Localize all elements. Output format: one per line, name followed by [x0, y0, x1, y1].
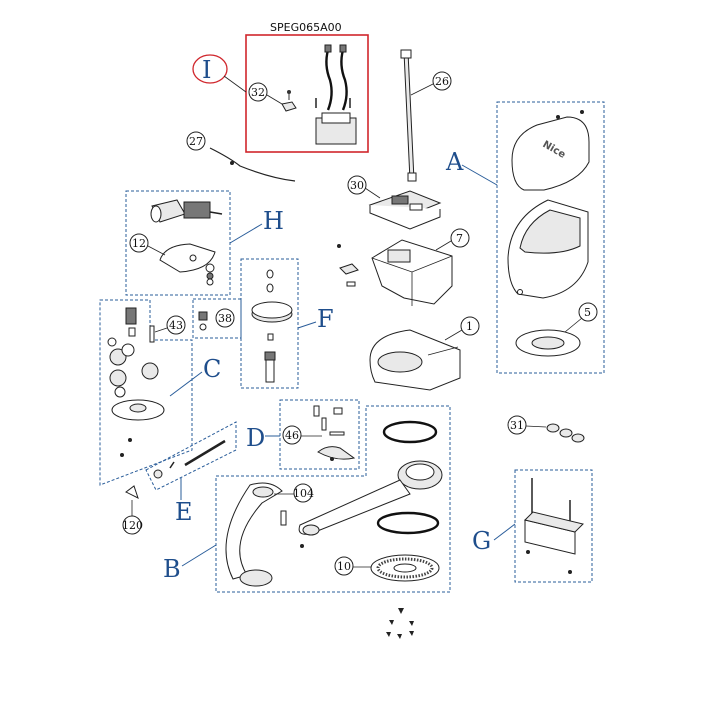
svg-text:38: 38 — [218, 312, 232, 325]
svg-text:46: 46 — [285, 429, 299, 442]
loose-screws — [386, 608, 414, 639]
svg-text:10: 10 — [337, 560, 351, 573]
group-letter-d: D — [246, 424, 265, 452]
svg-text:26: 26 — [435, 75, 449, 88]
callout-12 — [129, 233, 149, 253]
group-b-box — [215, 405, 451, 593]
group-c-box — [99, 299, 193, 486]
part-27-group: 27 — [186, 131, 296, 182]
callout-46 — [282, 425, 302, 445]
group-f: F 38 — [192, 258, 334, 389]
kit-code-label: SPEG065A00 — [270, 21, 342, 34]
callout-31 — [507, 415, 527, 435]
group-letter-e: E — [175, 498, 193, 526]
group-a: A Nice 5 — [445, 101, 605, 374]
group-g: G — [472, 469, 593, 583]
svg-text:32: 32 — [251, 86, 265, 99]
svg-text:104: 104 — [293, 487, 314, 500]
svg-text:31: 31 — [510, 419, 524, 432]
callout-5 — [578, 302, 598, 322]
svg-text:5: 5 — [584, 306, 591, 319]
part-1-group: 1 — [369, 316, 480, 391]
callout-7 — [450, 228, 470, 248]
cable-1 — [325, 49, 333, 111]
svg-text:30: 30 — [350, 179, 364, 192]
svg-text:7: 7 — [456, 232, 463, 245]
washer-2 — [559, 428, 573, 438]
cable-2 — [340, 49, 348, 111]
svg-text:120: 120 — [122, 519, 143, 532]
group-d-box — [279, 399, 360, 470]
group-letter-g: G — [472, 527, 491, 555]
group-e-box — [145, 421, 237, 491]
top-cover — [511, 116, 590, 191]
group-h: H 12 — [125, 190, 284, 296]
callout-27 — [186, 131, 206, 151]
svg-text:43: 43 — [169, 319, 183, 332]
group-c: C 43 — [99, 299, 221, 486]
part-12-plate — [159, 243, 216, 273]
part-43-pin — [149, 325, 155, 343]
release-lever — [317, 446, 356, 460]
seal-ring-top — [382, 420, 438, 444]
callout-38 — [215, 308, 235, 328]
group-e: E 120 — [122, 421, 237, 535]
callout-10 — [334, 556, 354, 576]
part-120-key — [125, 485, 139, 499]
group-letter-b: B — [163, 555, 181, 583]
main-arm — [298, 479, 411, 535]
planet-gear-3 — [141, 362, 159, 380]
part-27 — [209, 147, 296, 182]
part-26-group: 26 — [400, 49, 452, 182]
kit-i-box — [245, 34, 369, 153]
group-a-box — [496, 101, 605, 374]
group-letter-i: I — [202, 56, 211, 84]
callout-32 — [248, 82, 268, 102]
washer-3 — [571, 433, 585, 443]
terminal-block — [281, 101, 297, 112]
part-26 — [403, 51, 415, 181]
release-shaft — [184, 439, 226, 467]
callout-30 — [347, 175, 367, 195]
group-letter-c: C — [203, 355, 221, 383]
svg-text:12: 12 — [132, 237, 146, 250]
washer-1 — [546, 423, 560, 433]
kit-i-group: SPEG065A00 I 32 — [192, 21, 369, 153]
svg-text:27: 27 — [189, 135, 203, 148]
group-b: B 104 10 — [163, 405, 451, 593]
link-arm — [225, 482, 283, 580]
group-d: D 46 — [246, 399, 360, 470]
seal-ring-bottom — [376, 511, 440, 535]
group-letter-a: A — [445, 148, 464, 176]
part-7-group: 7 — [337, 228, 470, 306]
planet-gear-1 — [109, 348, 127, 366]
planet-gear-2 — [109, 369, 127, 387]
callout-1 — [460, 316, 480, 336]
svg-text:1: 1 — [466, 320, 473, 333]
callout-43 — [166, 315, 186, 335]
pinion-1 — [125, 307, 137, 325]
callout-26 — [432, 71, 452, 91]
group-letter-f: F — [317, 305, 334, 333]
group-letter-h: H — [263, 207, 284, 235]
part-31-group: 31 — [507, 415, 585, 443]
small-switch — [339, 263, 359, 275]
group-f-sub-box — [192, 298, 242, 339]
kit-i-circle — [192, 54, 228, 84]
part-30-group: 30 — [347, 175, 442, 230]
group-g-box — [514, 469, 593, 583]
callout-104 — [293, 483, 313, 503]
